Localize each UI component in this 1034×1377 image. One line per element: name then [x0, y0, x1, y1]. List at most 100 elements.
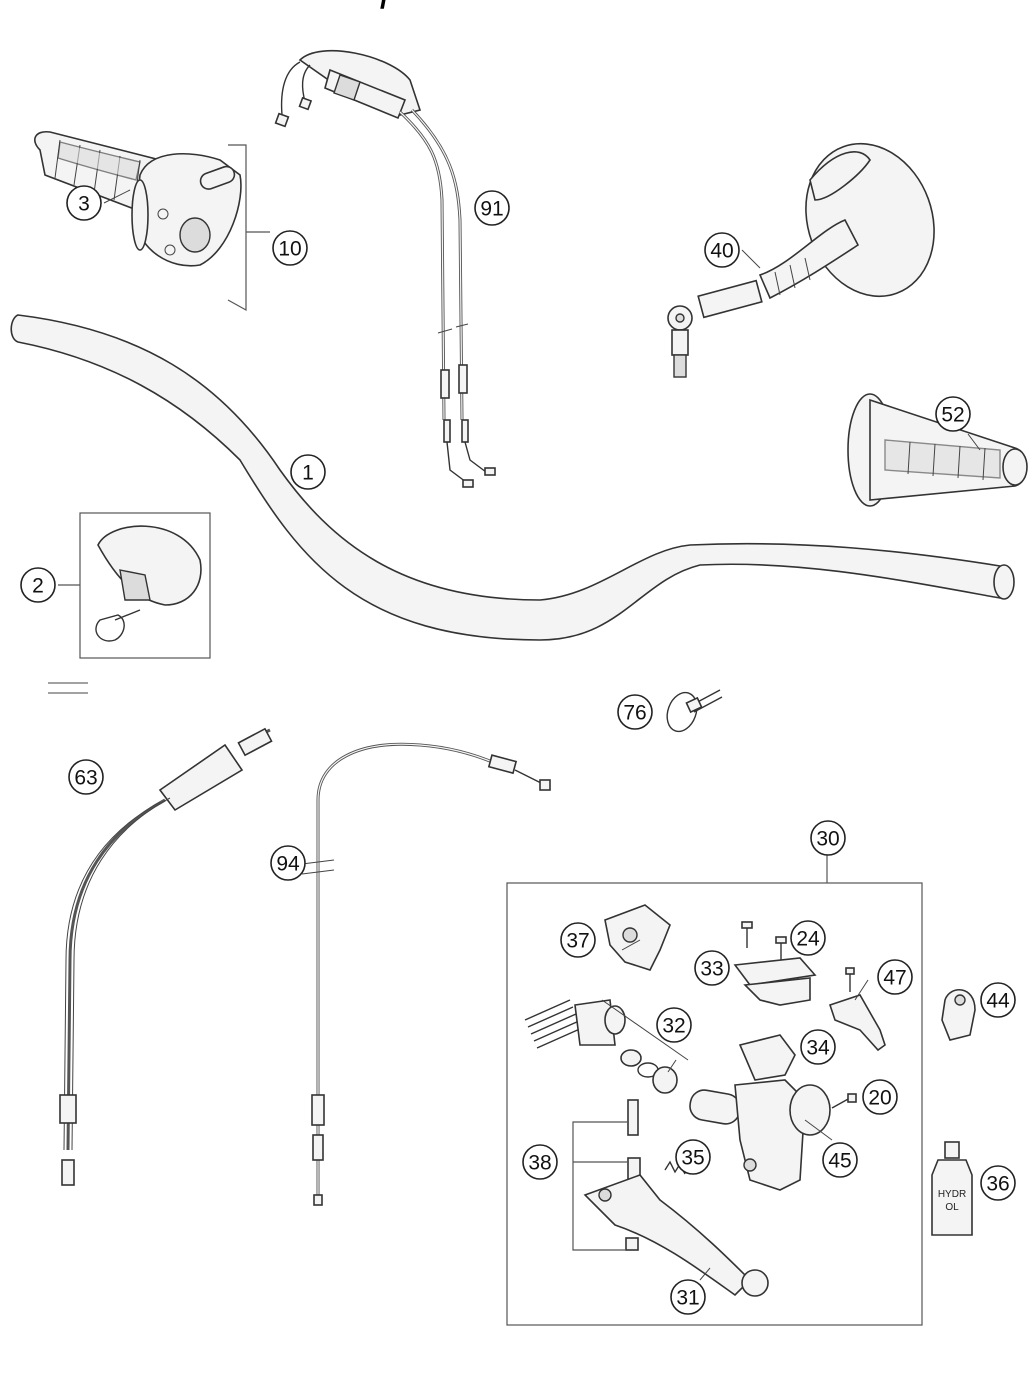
callout-label: 91 [480, 198, 503, 221]
callout-circle [675, 1139, 711, 1175]
callout-circle [810, 820, 846, 856]
clutch-cable [301, 742, 551, 1206]
callout-circle [790, 920, 826, 956]
callout-circle [877, 959, 913, 995]
callout-33: 33 [694, 950, 730, 986]
callout-47: 47 [877, 959, 913, 995]
lever-pivot-bolt [572, 1099, 641, 1251]
throttle-bracket-line [227, 144, 270, 312]
hydraulic-oil-bottle: HYDR OL [931, 1141, 973, 1236]
callout-label: 38 [528, 1152, 551, 1175]
callout-label: 34 [806, 1037, 830, 1060]
callout-circle [272, 230, 308, 266]
callout-34: 34 [800, 1029, 836, 1065]
callout-circle [66, 185, 102, 221]
clutch-lever [583, 1174, 769, 1297]
callout-94: 94 [270, 845, 306, 881]
callout-76: 76 [617, 694, 653, 730]
callout-35: 35 [675, 1139, 711, 1175]
callout-label: 36 [986, 1173, 1009, 1196]
callout-circle [704, 232, 740, 268]
callout-label: 47 [883, 967, 906, 990]
callout-circle [617, 694, 653, 730]
callout-circle [822, 1142, 858, 1178]
callout-31: 31 [670, 1279, 706, 1315]
callout-circle [20, 567, 56, 603]
callout-label: 31 [676, 1287, 699, 1310]
clamp-screw [831, 1093, 857, 1109]
callout-circle [474, 190, 510, 226]
callout-label: 35 [681, 1147, 704, 1170]
callout-37: 37 [560, 922, 596, 958]
callout-circle [656, 1007, 692, 1043]
lid-screws [741, 921, 787, 962]
piston-kit [524, 999, 689, 1094]
callout-label: 44 [986, 990, 1010, 1013]
handlebar-cover [95, 525, 202, 642]
handlebar [10, 314, 1015, 641]
callout-circle [68, 759, 104, 795]
callout-30: 30 [810, 820, 846, 856]
mirror [667, 142, 935, 378]
left-grip [847, 393, 1028, 507]
callouts: 1 2 3 10 20 24 30 31 32 33 34 35 36 37 38 40 44 45 47 52 63 7… [20, 185, 1016, 1315]
callout-label: 76 [623, 702, 646, 725]
callout-label: 33 [700, 958, 723, 981]
callout-20: 20 [862, 1079, 898, 1115]
callout-circle [670, 1279, 706, 1315]
callout-1: 1 [290, 454, 326, 490]
callout-label: 32 [662, 1015, 685, 1038]
callout-circle [935, 396, 971, 432]
callout-circle [980, 1165, 1016, 1201]
callout-24: 24 [790, 920, 826, 956]
callout-38: 38 [522, 1144, 558, 1180]
throttle-housing [131, 152, 242, 267]
callout-circle [270, 845, 306, 881]
callout-label: 52 [941, 404, 964, 427]
callout-3: 3 [66, 185, 102, 221]
callout-circle [290, 454, 326, 490]
callout-circle [560, 922, 596, 958]
callout-91: 91 [474, 190, 510, 226]
adjuster-lever [828, 967, 886, 1052]
callout-45: 45 [822, 1142, 858, 1178]
callout-40: 40 [704, 232, 740, 268]
reservoir-membrane [738, 1034, 796, 1081]
choke-cable [48, 682, 273, 1186]
header-fragment: / [380, 0, 389, 15]
callout-circle [980, 982, 1016, 1018]
master-cylinder-frame [506, 882, 923, 1326]
callout-label: 3 [78, 193, 90, 216]
callout-label: 45 [828, 1150, 851, 1173]
bottle-label-line2: OL [945, 1202, 959, 1213]
callout-label: 1 [302, 462, 314, 485]
callout-label: 24 [796, 928, 820, 951]
callout-label: 2 [32, 575, 44, 598]
callout-circle [522, 1144, 558, 1180]
leader-lines [103, 189, 981, 1281]
callout-circle [862, 1079, 898, 1115]
callout-circle [800, 1029, 836, 1065]
reservoir-cover [733, 957, 817, 1006]
callout-2: 2 [20, 567, 56, 603]
callout-label: 40 [710, 240, 733, 263]
callout-label: 94 [276, 853, 300, 876]
callout-label: 20 [868, 1087, 891, 1110]
callout-label: 30 [816, 828, 839, 851]
callout-label: 10 [278, 238, 301, 261]
callout-label: 63 [74, 767, 97, 790]
bottle-label-line1: HYDR [938, 1189, 966, 1200]
master-cylinder-body [689, 1079, 831, 1191]
handlebar-clamp [941, 988, 976, 1041]
clamp-half [604, 904, 671, 971]
callout-36: 36 [980, 1165, 1016, 1201]
throttle-grip [34, 130, 161, 217]
callout-44: 44 [980, 982, 1016, 1018]
zip-tie [666, 689, 723, 733]
callout-32: 32 [656, 1007, 692, 1043]
throttle-cables [274, 49, 496, 488]
callout-label: 37 [566, 930, 589, 953]
callout-10: 10 [272, 230, 308, 266]
callout-52: 52 [935, 396, 971, 432]
